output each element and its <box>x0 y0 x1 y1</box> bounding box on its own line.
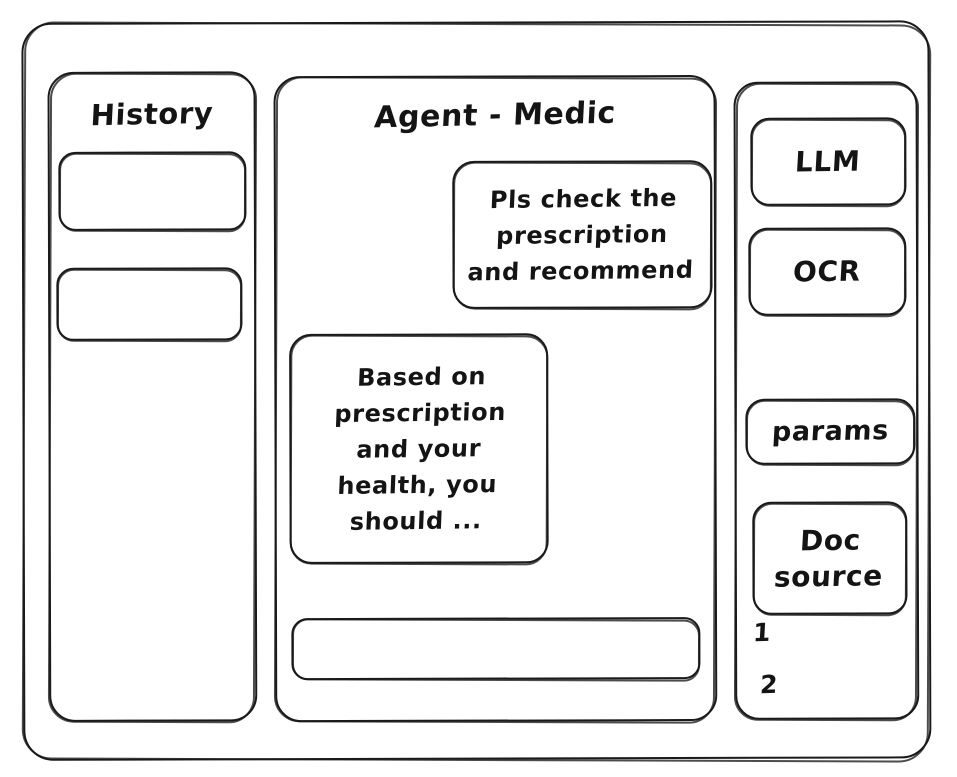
tool-label-doc-source: Doc source <box>773 523 884 594</box>
chat-message-assistant-text: Based on prescription and your health, y… <box>333 362 507 536</box>
chat-input-placeholder <box>291 637 323 661</box>
tool-label-params: params <box>770 415 890 448</box>
tool-label-llm: LLM <box>794 144 862 179</box>
chat-message-user-text: Pls check the prescription and recommend <box>466 183 695 287</box>
chat-input-field[interactable] <box>291 618 700 680</box>
history-list-item[interactable] <box>56 268 242 341</box>
doc-source-list-item[interactable]: 2 <box>759 669 779 700</box>
chat-message-user: Pls check the prescription and recommend <box>452 161 712 309</box>
tool-button-params[interactable]: params <box>745 399 915 465</box>
tool-button-ocr[interactable]: OCR <box>748 228 906 316</box>
history-list-item[interactable] <box>58 152 246 231</box>
chat-message-assistant: Based on prescription and your health, y… <box>289 334 548 564</box>
history-panel-title: History <box>89 95 215 133</box>
doc-source-list-item[interactable]: 1 <box>752 617 772 648</box>
tool-label-ocr: OCR <box>792 254 862 289</box>
tool-button-doc-source[interactable]: Doc source <box>752 502 907 615</box>
tool-button-llm[interactable]: LLM <box>750 118 906 206</box>
